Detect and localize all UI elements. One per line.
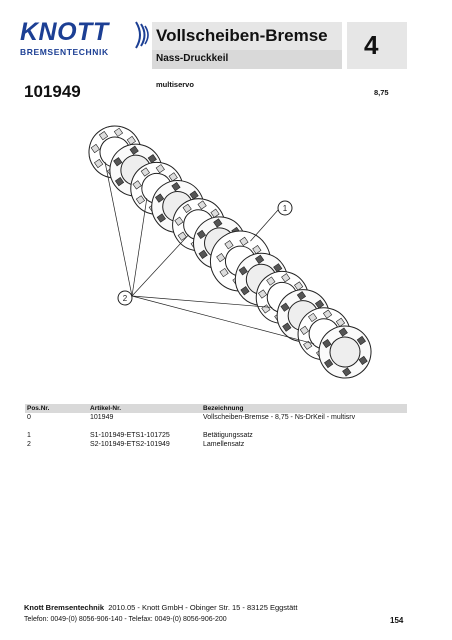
footer-phone: Telefon: 0049-(0) 8056-906-140 - Telefax…	[24, 616, 227, 623]
svg-text:2: 2	[123, 294, 128, 303]
subtitle-box	[152, 50, 342, 69]
page-title: Vollscheiben-Bremse	[156, 26, 328, 45]
variant-label: multiservo	[156, 80, 194, 89]
size-label: 8,75	[374, 88, 389, 97]
col-desc-header: Bezeichnung	[203, 405, 244, 412]
brand-mark-icon	[135, 21, 149, 49]
part-number: 101949	[24, 82, 81, 101]
page-number: 154	[390, 616, 404, 625]
row-2-article: S2-101949-ETS2-101949	[90, 441, 170, 448]
brand-name: KNOTT	[20, 18, 109, 46]
row-2-desc: Lamellensatz	[203, 441, 245, 448]
footer-company: Knott Bremsentechnik 2010.05 - Knott Gmb…	[24, 603, 297, 612]
brand-logo: KNOTT BREMSENTECHNIK	[20, 18, 149, 58]
svg-text:1: 1	[283, 204, 288, 213]
row-0-article: 101949	[90, 414, 114, 421]
footer-company-name: Knott Bremsentechnik	[24, 603, 105, 612]
row-0-desc: Vollscheiben-Bremse - 8,75 - Ns-DrKeil -…	[203, 414, 356, 421]
row-1-desc: Betätigungssatz	[203, 432, 253, 439]
row-1-pos: 1	[27, 432, 31, 439]
col-article-header: Artikel-Nr.	[90, 405, 122, 412]
callout-1: 1	[277, 200, 293, 216]
callout-2: 2	[117, 290, 133, 306]
row-1-article: S1-101949-ETS1-101725	[90, 432, 170, 439]
brand-sub: BREMSENTECHNIK	[20, 47, 109, 57]
footer-address: 2010.05 - Knott GmbH - Obinger Str. 15 -…	[108, 603, 298, 612]
chapter-box	[347, 22, 407, 69]
brake-disc	[318, 325, 372, 379]
col-pos-header: Pos.Nr.	[27, 405, 50, 412]
row-2-pos: 2	[27, 441, 31, 448]
page-subtitle: Nass-Druckkeil	[156, 53, 229, 64]
table-header-bar	[25, 404, 407, 413]
row-0-pos: 0	[27, 414, 31, 421]
exploded-drawing: 1 2	[88, 125, 372, 379]
chapter-number: 4	[364, 30, 379, 60]
